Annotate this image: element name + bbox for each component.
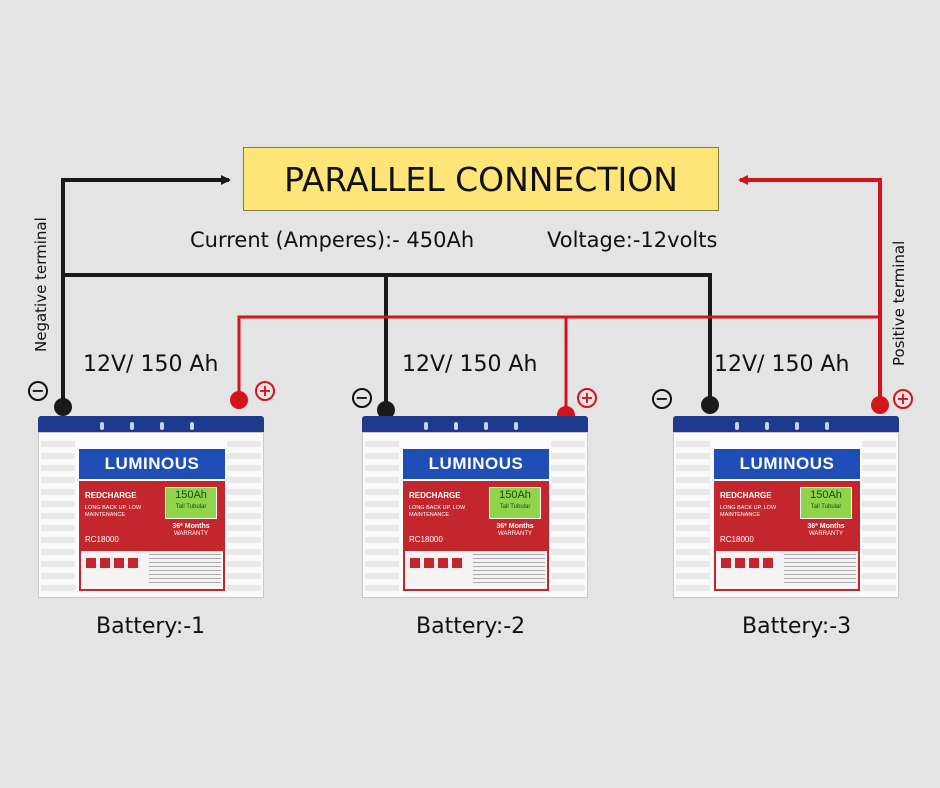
warranty: 36* Months WARRANTY	[796, 522, 856, 538]
series-name: REDCHARGE	[85, 491, 137, 500]
warning-icon	[409, 557, 421, 569]
battery-1-positive-symbol: +	[255, 381, 275, 401]
tagline: LONG BACK UP, LOW MAINTENANCE	[85, 505, 142, 518]
capacity: 150Ah	[499, 489, 531, 501]
battery-lid	[362, 416, 588, 432]
warranty-bottom: WARRANTY	[808, 531, 844, 537]
capacity-badge: 150Ah Tall Tubular	[800, 487, 852, 519]
capacity-badge: 150Ah Tall Tubular	[489, 487, 541, 519]
tagline: LONG BACK UP, LOW MAINTENANCE	[720, 505, 777, 518]
battery-2-negative-symbol: −	[352, 388, 372, 408]
battery-3: LUMINOUS REDCHARGE LONG BACK UP, LOW MAI…	[673, 404, 899, 598]
warning-icon	[423, 557, 435, 569]
battery-1-rating: 12V/ 150 Ah	[83, 352, 219, 377]
warning-icon	[127, 557, 139, 569]
model: RC18000	[720, 535, 754, 544]
capacity: 150Ah	[175, 489, 207, 501]
warranty-top: 36* Months	[496, 523, 534, 530]
warning-icon	[99, 557, 111, 569]
capacity: 150Ah	[810, 489, 842, 501]
battery-3-negative-symbol: −	[652, 389, 672, 409]
battery-1-label: Battery:-1	[96, 614, 206, 639]
battery-3-label: Battery:-3	[742, 614, 852, 639]
warning-icon	[113, 557, 125, 569]
battery-3-negative-terminal	[701, 396, 719, 414]
battery-lid	[38, 416, 264, 432]
current-text: Current (Amperes):- 450Ah	[190, 228, 475, 252]
battery-2-label: Battery:-2	[416, 614, 526, 639]
title-box: PARALLEL CONNECTION	[243, 147, 719, 211]
warranty-bottom: WARRANTY	[497, 531, 533, 537]
battery-label-panel: REDCHARGE LONG BACK UP, LOW MAINTENANCE …	[714, 481, 860, 591]
tagline: LONG BACK UP, LOW MAINTENANCE	[409, 505, 466, 518]
battery-2-positive-symbol: +	[577, 388, 597, 408]
warning-icon	[748, 557, 760, 569]
battery-label-panel: REDCHARGE LONG BACK UP, LOW MAINTENANCE …	[79, 481, 225, 591]
series-name: REDCHARGE	[409, 491, 461, 500]
negative-wire-to-title	[61, 175, 231, 405]
series-name: REDCHARGE	[720, 491, 772, 500]
positive-wire-to-title	[738, 175, 882, 405]
positive-bus-wire	[237, 315, 880, 400]
battery-2: LUMINOUS REDCHARGE LONG BACK UP, LOW MAI…	[362, 404, 588, 598]
positive-terminal-label: Positive terminal	[890, 240, 908, 366]
battery-body: LUMINOUS REDCHARGE LONG BACK UP, LOW MAI…	[38, 432, 264, 598]
model: RC18000	[85, 535, 119, 544]
warning-icon	[85, 557, 97, 569]
negative-bus-wire	[63, 273, 712, 405]
warning-icon	[437, 557, 449, 569]
capacity-sub: Tall Tubular	[499, 504, 531, 510]
warning-icon	[762, 557, 774, 569]
capacity-badge: 150Ah Tall Tubular	[165, 487, 217, 519]
battery-label-panel: REDCHARGE LONG BACK UP, LOW MAINTENANCE …	[403, 481, 549, 591]
fine-print	[473, 553, 545, 583]
battery-1-positive-terminal	[230, 391, 248, 409]
fine-print	[784, 553, 856, 583]
model: RC18000	[409, 535, 443, 544]
brand-logo: LUMINOUS	[403, 449, 549, 479]
battery-1-negative-symbol: −	[28, 381, 48, 401]
battery-body: LUMINOUS REDCHARGE LONG BACK UP, LOW MAI…	[362, 432, 588, 598]
battery-lid	[673, 416, 899, 432]
capacity-sub: Tall Tubular	[175, 504, 207, 510]
battery-2-rating: 12V/ 150 Ah	[402, 352, 538, 377]
warning-icon	[734, 557, 746, 569]
warranty-top: 36* Months	[807, 523, 845, 530]
battery-3-rating: 12V/ 150 Ah	[714, 352, 850, 377]
battery-body: LUMINOUS REDCHARGE LONG BACK UP, LOW MAI…	[673, 432, 899, 598]
brand-logo: LUMINOUS	[714, 449, 860, 479]
brand-logo: LUMINOUS	[79, 449, 225, 479]
battery-3-positive-symbol: +	[893, 389, 913, 409]
battery-2-negative-terminal	[377, 401, 395, 419]
warranty: 36* Months WARRANTY	[161, 522, 221, 538]
fine-print	[149, 553, 221, 583]
warranty-bottom: WARRANTY	[173, 531, 209, 537]
capacity-sub: Tall Tubular	[810, 504, 842, 510]
voltage-text: Voltage:-12volts	[547, 228, 718, 252]
battery-1-negative-terminal	[54, 398, 72, 416]
battery-3-positive-terminal	[871, 396, 889, 414]
warning-icon	[720, 557, 732, 569]
title: PARALLEL CONNECTION	[284, 159, 678, 199]
warranty-top: 36* Months	[172, 523, 210, 530]
warning-icon	[451, 557, 463, 569]
negative-terminal-label: Negative terminal	[32, 217, 50, 352]
warranty: 36* Months WARRANTY	[485, 522, 545, 538]
battery-1: LUMINOUS REDCHARGE LONG BACK UP, LOW MAI…	[38, 404, 264, 598]
